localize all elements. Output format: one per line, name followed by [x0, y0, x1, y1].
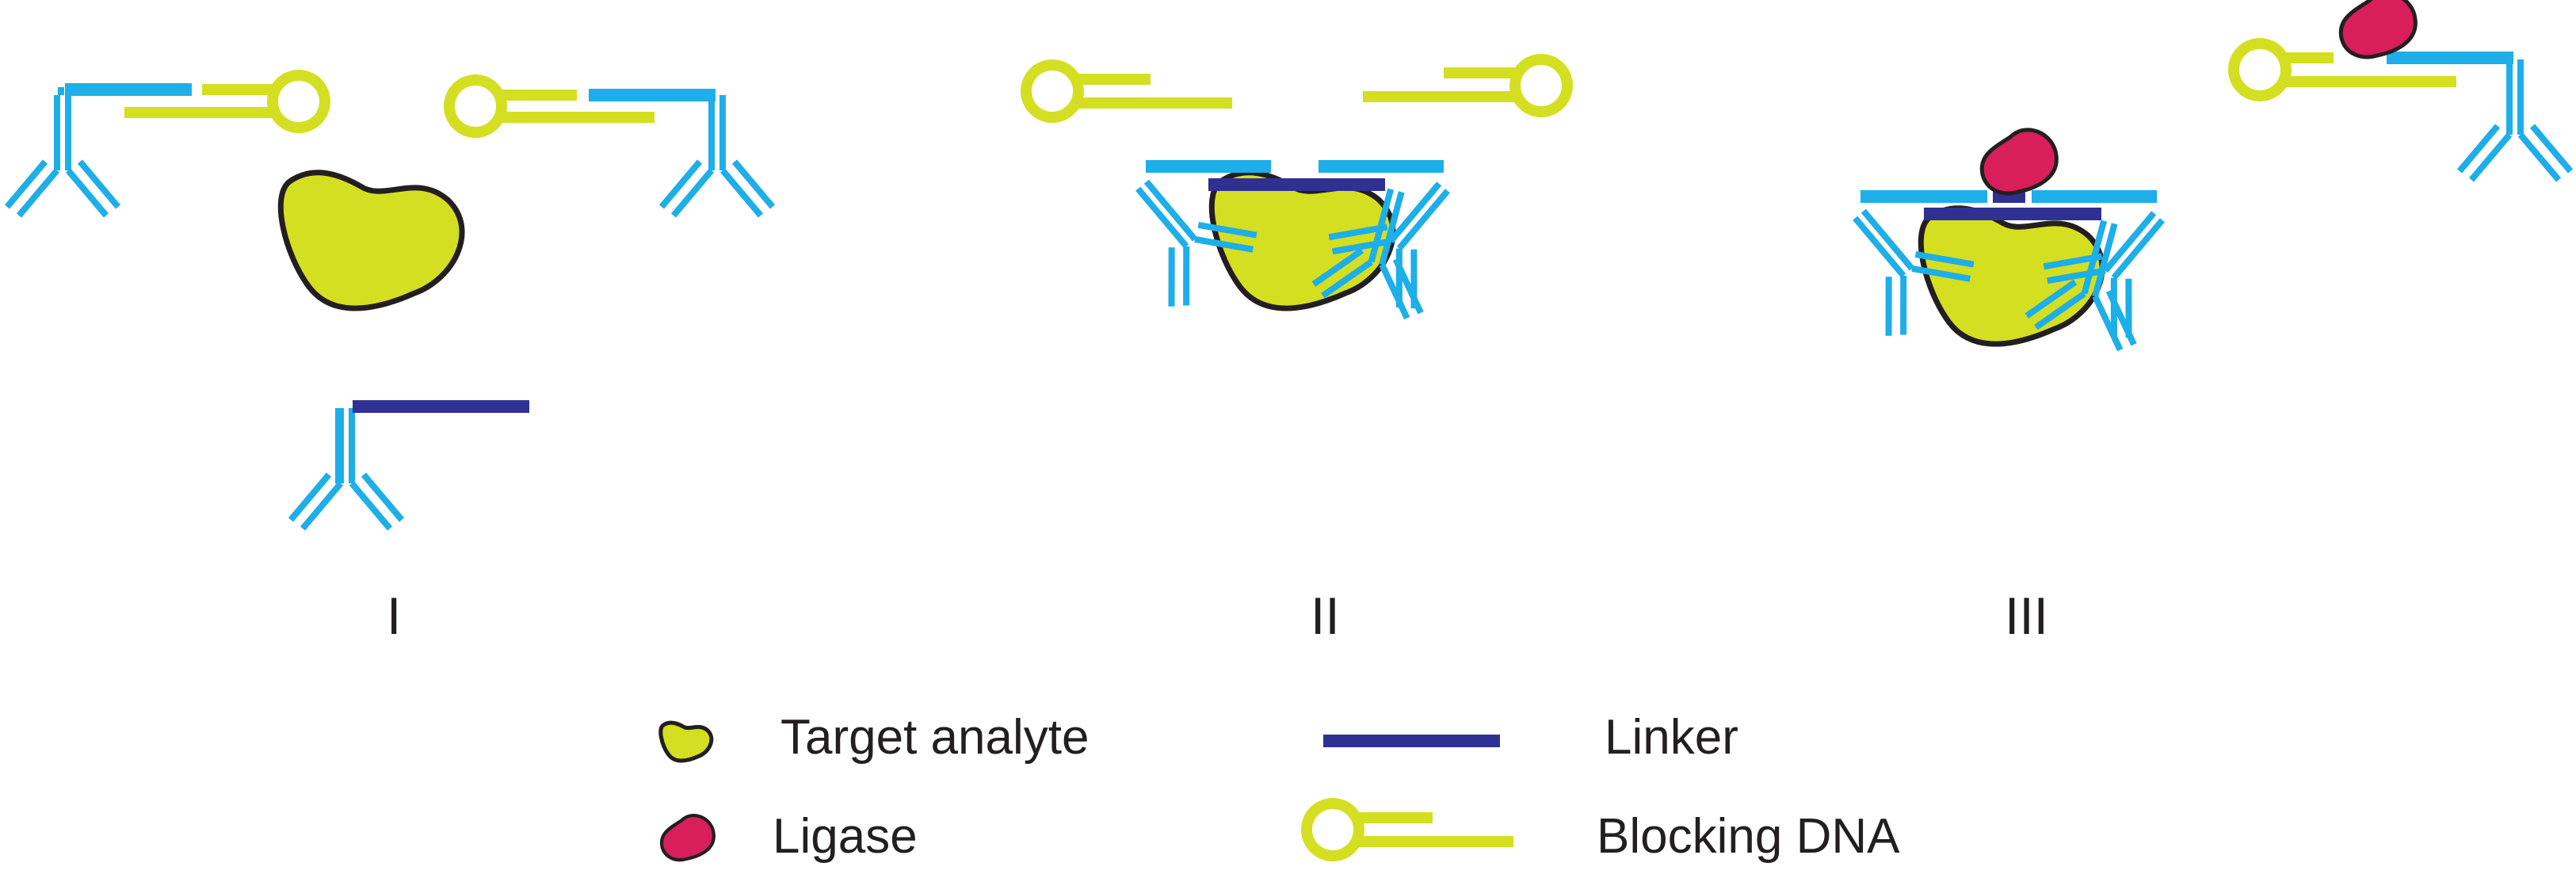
target-analyte-shape [280, 173, 462, 308]
legend-label-linker: Linker [1605, 710, 1738, 765]
stage-ii-illustration [1021, 54, 1573, 321]
antibody-shape [7, 87, 118, 216]
stage-i-illustration [7, 70, 773, 529]
legend-label-target-analyte: Target analyte [780, 710, 1090, 765]
blocking-dna-hairpin [1021, 59, 1232, 123]
antibody-shape [2460, 59, 2570, 180]
blocking-dna-hairpin [2228, 38, 2456, 101]
legend-ligase-icon [662, 815, 714, 860]
stage-label-i: I [387, 586, 402, 645]
legend-symbols [661, 723, 1513, 860]
stage-label-iii: III [2005, 586, 2049, 645]
antibody-shape [662, 95, 773, 216]
blocking-dna-hairpin [1363, 54, 1573, 117]
stage-iii-illustration [1817, 0, 2570, 353]
antibody-shape [291, 408, 402, 529]
legend-analyte-icon [661, 723, 712, 761]
blocking-dna-hairpin [444, 74, 654, 138]
blocking-dna-hairpin [124, 70, 330, 133]
ligase-shape [1982, 130, 2056, 193]
legend-label-blocking-dna: Blocking DNA [1597, 809, 1900, 864]
legend-blocking-dna-icon [1301, 798, 1513, 861]
target-analyte-shape [1212, 173, 1393, 308]
ligase-shape [2341, 0, 2415, 57]
stage-label-ii: II [1311, 586, 1340, 645]
legend-label-ligase: Ligase [773, 809, 918, 864]
